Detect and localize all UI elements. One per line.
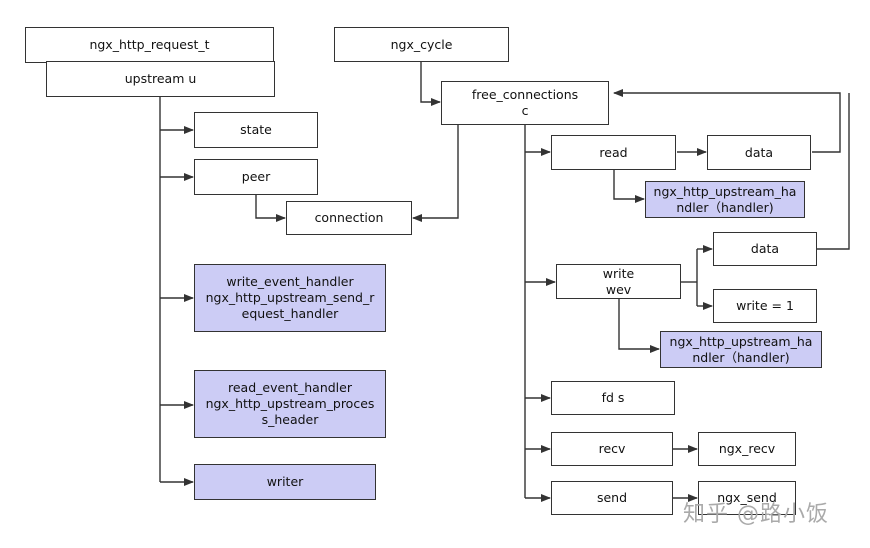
node-connection: connection xyxy=(286,201,412,235)
watermark-text: 知乎 @路小饭 xyxy=(683,502,829,527)
node-peer: peer xyxy=(194,159,318,195)
edge-read-handler xyxy=(613,169,645,203)
edge-peer-connection xyxy=(255,194,286,222)
node-free-connections: free_connections c xyxy=(441,81,609,125)
node-read-upstream-handler: ngx_http_upstream_ha ndler（handler) xyxy=(645,181,805,218)
edge-free-connections-to-connection xyxy=(412,124,459,222)
node-fd: fd s xyxy=(551,381,675,415)
edge-write-data-back xyxy=(817,93,850,250)
node-upstream-u: upstream u xyxy=(46,61,275,97)
edge-cycle-free-connections xyxy=(420,61,441,106)
node-ngx-recv: ngx_recv xyxy=(698,432,796,466)
node-write-event-handler: write_event_handler ngx_http_upstream_se… xyxy=(194,264,386,332)
node-send: send xyxy=(551,481,673,515)
node-recv: recv xyxy=(551,432,673,466)
node-write-data: data xyxy=(713,232,817,266)
node-read-data: data xyxy=(707,135,811,170)
node-write-upstream-handler: ngx_http_upstream_ha ndler（handler) xyxy=(660,331,822,368)
node-state: state xyxy=(194,112,318,148)
node-read-event-handler: read_event_handler ngx_http_upstream_pro… xyxy=(194,370,386,438)
edge-read-data-back xyxy=(613,89,841,153)
node-ngx-send: ngx_send xyxy=(698,481,796,515)
node-ngx-cycle: ngx_cycle xyxy=(334,27,509,62)
edge-write-handler xyxy=(618,299,660,353)
node-writer: writer xyxy=(194,464,376,500)
node-write-flag: write = 1 xyxy=(713,289,817,323)
node-read: read xyxy=(551,135,676,170)
node-ngx-http-request-t: ngx_http_request_t xyxy=(25,27,274,63)
node-write-wev: write wev xyxy=(556,264,681,299)
